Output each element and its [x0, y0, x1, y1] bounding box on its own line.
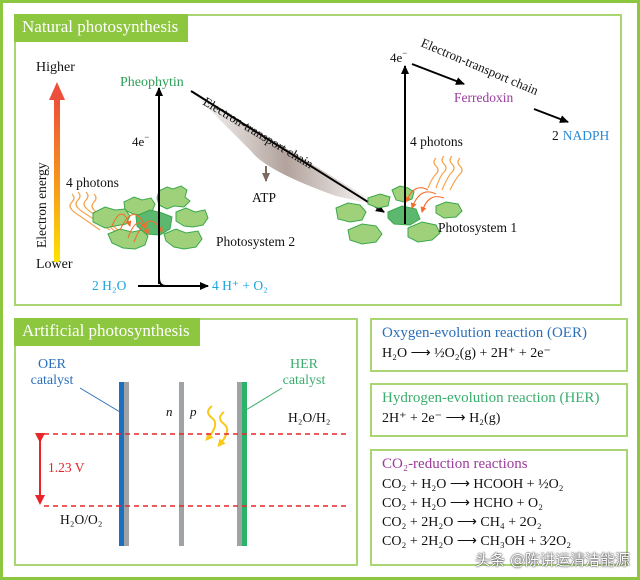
artificial-diagram: OER catalyst HER catalyst n p H₂O/H₂ H₂O… [31, 357, 346, 546]
etc-arrow-ferredoxin [411, 63, 465, 85]
her-reaction-box: Hydrogen-evolution reaction (HER) 2H⁺ + … [370, 383, 628, 437]
np-junction [179, 382, 184, 546]
natural-title: Natural photosynthesis [14, 14, 189, 42]
co2-equation-1: CO₂ + H₂O ⟶ HCOOH + ½O₂ [382, 477, 564, 492]
oer-reaction-title: Oxygen-evolution reaction (OER) [382, 325, 587, 341]
her-equation: 2H⁺ + 2e⁻ ⟶ H₂(g) [382, 411, 501, 426]
oer-equation: H₂O ⟶ ½O₂(g) + 2H⁺ + 2e⁻ [382, 346, 551, 361]
natural-panel: Natural photosynthesis Hig [14, 14, 622, 306]
h2-couple-label: H₂O/H₂ [288, 410, 330, 425]
co2-equation-3: CO₂ + 2H₂O ⟶ CH₄ + 2O₂ [382, 515, 542, 530]
light-photon-icon [205, 405, 229, 448]
oer-catalyst-label-1: OER [38, 357, 67, 372]
co2-equation-4: CO₂ + 2H₂O ⟶ CH₃OH + 3⁄2O₂ [382, 534, 572, 549]
o2-couple-label: H₂O/O₂ [60, 512, 102, 527]
ps2-electrons-label: 4e− [132, 132, 149, 149]
her-catalyst-label-2: catalyst [283, 373, 326, 388]
energy-high-label: Higher [36, 60, 75, 75]
etc-label-2: Electron-transport chain [419, 35, 541, 98]
nadph-arrow [533, 108, 569, 123]
ps2-label: Photosystem 2 [216, 234, 295, 249]
her-catalyst-layer [242, 382, 247, 546]
ps1-electrons-label: 4e− [390, 48, 407, 65]
energy-axis-label: Electron energy [34, 162, 49, 248]
water-split-curve [138, 277, 167, 287]
her-catalyst-pointer [245, 387, 283, 411]
energy-low-label: Lower [36, 257, 73, 272]
her-electrode [237, 382, 242, 546]
oer-electrode [124, 382, 129, 546]
co2-reaction-title: CO₂-reduction reactions [382, 456, 528, 472]
etc-arrow-ps2-ps1 [190, 90, 385, 213]
co2-equation-2: CO₂ + H₂O ⟶ HCHO + O₂ [382, 496, 543, 511]
oer-catalyst-pointer [79, 387, 121, 413]
co2-reaction-box: CO₂-reduction reactions CO₂ + H₂O ⟶ HCOO… [370, 449, 628, 566]
natural-diagram: Higher Electron energy Lower 4 photons [34, 35, 610, 293]
ps1-excitation-arcs [405, 187, 445, 213]
ps1-photons-label: 4 photons [410, 134, 463, 149]
atp-label: ATP [252, 190, 276, 205]
ferredoxin-label: Ferredoxin [454, 90, 513, 105]
her-catalyst-label-1: HER [290, 357, 319, 372]
etc-label-1: Electron-transport chain [200, 94, 316, 172]
energy-arrowhead [49, 82, 65, 100]
photosystem-2-cluster [92, 185, 209, 250]
pheophytin-label: Pheophytin [120, 75, 184, 90]
artificial-panel: Artificial photosynthesis OER catalyst H… [14, 318, 358, 566]
voltage-label: 1.23 V [48, 460, 85, 475]
photosystem-1-cluster [335, 185, 463, 245]
watermark: 头条 @陈讲运清洁能源 [475, 551, 630, 569]
artificial-title: Artificial photosynthesis [14, 318, 200, 346]
water-output-label: 4 H⁺ + O₂ [212, 278, 268, 293]
oer-catalyst-label-2: catalyst [31, 373, 74, 388]
p-label: p [189, 404, 197, 419]
water-input-label: 2 H₂O [92, 278, 127, 293]
n-label: n [166, 404, 173, 419]
ps1-photon-waves [427, 155, 463, 191]
energy-gradient-bar [54, 98, 60, 262]
ps2-photons-label: 4 photons [66, 175, 119, 190]
oer-reaction-box: Oxygen-evolution reaction (OER) H₂O ⟶ ½O… [370, 318, 628, 372]
ps1-label: Photosystem 1 [438, 220, 517, 235]
her-reaction-title: Hydrogen-evolution reaction (HER) [382, 390, 600, 406]
oer-catalyst-layer [119, 382, 124, 546]
